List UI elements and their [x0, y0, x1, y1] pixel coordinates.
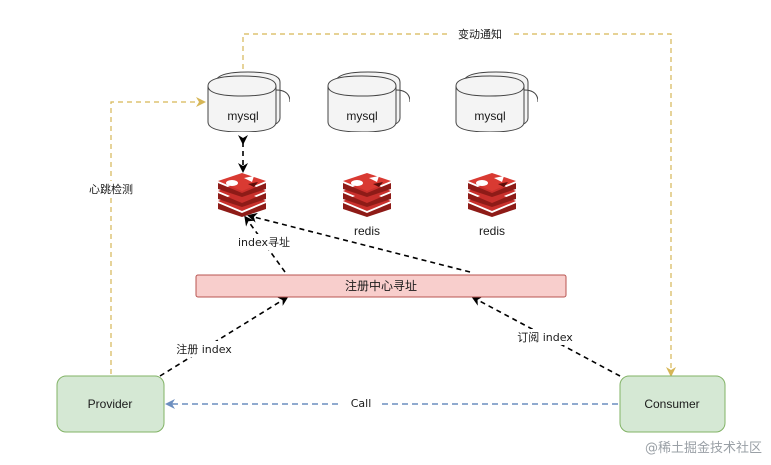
- registry-label: 注册中心寻址: [345, 278, 417, 293]
- database-icon: [327, 71, 410, 132]
- change-notify-edge: [242, 33, 676, 377]
- mysql-node-3: mysql: [455, 71, 538, 132]
- index-lookup-edge-left: [244, 215, 286, 273]
- database-icon: [455, 71, 538, 132]
- register-index-label-bg: [174, 341, 234, 357]
- index-lookup-label-bg: [233, 234, 295, 250]
- mysql-node-2: mysql: [327, 71, 410, 132]
- redis-icon: [343, 173, 391, 217]
- mysql-node-1: mysql: [207, 71, 290, 132]
- register-index-edge: [159, 296, 289, 377]
- redis-label-2: redis: [354, 224, 380, 238]
- index-lookup-label: index寻址: [238, 235, 290, 249]
- provider-node: Provider: [56, 375, 165, 433]
- subscribe-index-label-bg: [514, 329, 576, 345]
- registry-node: 注册中心寻址: [195, 274, 567, 298]
- heartbeat-label: 心跳检测: [89, 182, 133, 196]
- database-icon: [207, 71, 290, 132]
- mysql-label-2: mysql: [346, 109, 377, 123]
- call-label-bg: [340, 395, 382, 411]
- register-index-label: 注册 index: [176, 342, 232, 356]
- redis-label-3: redis: [479, 224, 505, 238]
- heartbeat-label-bg: [84, 181, 140, 197]
- redis-node-1: [218, 173, 266, 217]
- redis-icon: [468, 173, 516, 217]
- subscribe-index-label: 订阅 index: [517, 331, 573, 344]
- consumer-label: Consumer: [644, 397, 699, 411]
- mysql-label-3: mysql: [474, 109, 505, 123]
- redis-node-3: redis: [468, 173, 516, 238]
- index-lookup-edge-right: [247, 212, 471, 273]
- heartbeat-edge: [110, 97, 206, 374]
- consumer-node: Consumer: [619, 375, 726, 433]
- provider-label: Provider: [88, 397, 133, 411]
- change-notify-label-bg: [448, 27, 512, 41]
- call-label: Call: [351, 397, 372, 410]
- change-notify-label: 变动通知: [458, 27, 502, 41]
- redis-node-2: redis: [343, 173, 391, 238]
- redis-icon: [218, 173, 266, 217]
- mysql-label-1: mysql: [227, 109, 258, 123]
- watermark-text: @稀土掘金技术社区: [645, 440, 762, 456]
